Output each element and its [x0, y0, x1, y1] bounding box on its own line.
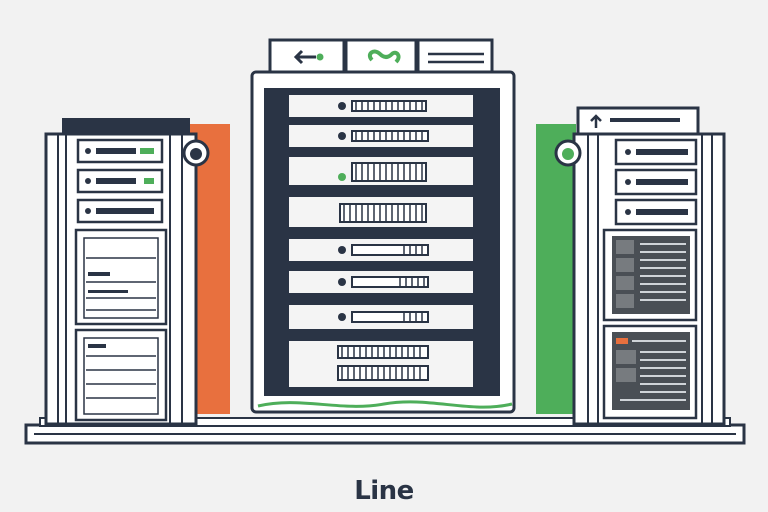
rack-drive-4: [287, 195, 475, 229]
right-tower-screen-lower: [602, 324, 698, 420]
green-cable: [257, 400, 513, 409]
rack-drive-3: [287, 155, 475, 187]
right-server-tower: [554, 106, 726, 426]
right-tower-drive-1: [614, 138, 698, 166]
power-indicator-icon: [554, 139, 582, 167]
left-tower-drive-2: [76, 168, 164, 194]
right-tower-drive-3: [614, 198, 698, 226]
base-platform: [24, 417, 746, 445]
center-server-rack: [250, 38, 516, 414]
left-tower-drive-3: [76, 198, 164, 224]
right-tower-screen-upper: [602, 228, 698, 322]
rack-drive-1: [287, 93, 475, 119]
plug-icon: [293, 49, 324, 65]
link-icon: [367, 49, 401, 64]
rack-drive-7: [287, 303, 475, 331]
right-tower-header: [576, 106, 700, 136]
left-tower-panel-lower: [74, 328, 168, 422]
rack-top-tabs: [268, 38, 494, 74]
upload-arrow-icon: [590, 114, 602, 128]
rack-drive-8: [287, 339, 475, 389]
left-tower-panel-upper: [74, 228, 168, 326]
rack-drive-6: [287, 269, 475, 295]
left-tower-drive-1: [76, 138, 164, 164]
rack-drive-2: [287, 123, 475, 149]
green-accent-band: [536, 124, 576, 414]
power-indicator-icon: [182, 139, 210, 167]
rack-drive-5: [287, 237, 475, 263]
caption-text: Line: [354, 476, 414, 506]
menu-lines-icon: [428, 52, 484, 64]
left-server-tower: [44, 118, 210, 426]
right-tower-drive-2: [614, 168, 698, 196]
